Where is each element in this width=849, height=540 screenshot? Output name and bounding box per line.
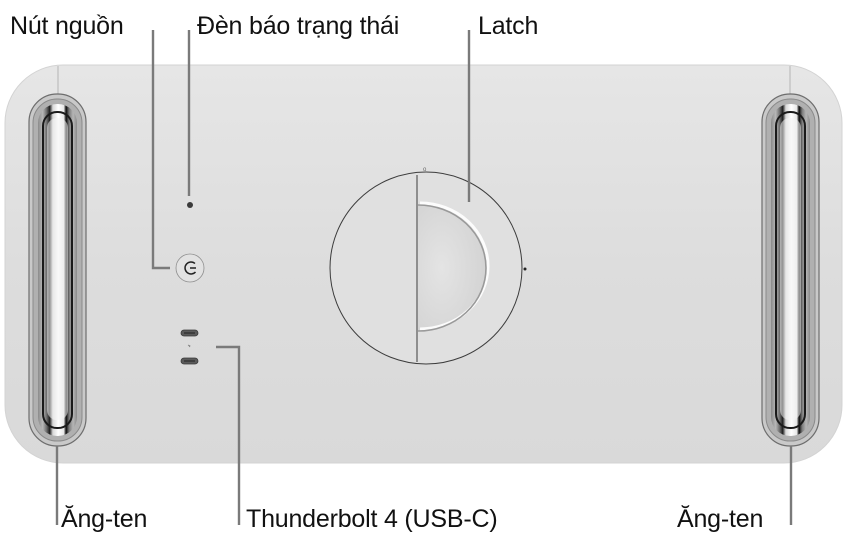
usb-c-port-icon bbox=[180, 329, 199, 365]
label-power-button: Nút nguồn bbox=[10, 12, 124, 40]
left-handle-antenna-icon bbox=[28, 93, 87, 447]
label-status-light: Đèn báo trạng thái bbox=[197, 12, 400, 40]
leader-power-button bbox=[151, 30, 170, 270]
right-handle-antenna-icon bbox=[761, 93, 820, 447]
latch-icon: o bbox=[329, 167, 527, 365]
power-icon bbox=[175, 253, 205, 283]
label-antenna-left: Ăng-ten bbox=[61, 505, 148, 533]
label-latch: Latch bbox=[478, 12, 539, 40]
label-thunderbolt: Thunderbolt 4 (USB-C) bbox=[246, 505, 498, 533]
leader-lines bbox=[55, 30, 793, 525]
status-light-icon bbox=[187, 202, 193, 208]
leader-thunderbolt bbox=[216, 345, 241, 525]
label-antenna-right: Ăng-ten bbox=[677, 505, 764, 533]
svg-text:o: o bbox=[423, 167, 427, 173]
